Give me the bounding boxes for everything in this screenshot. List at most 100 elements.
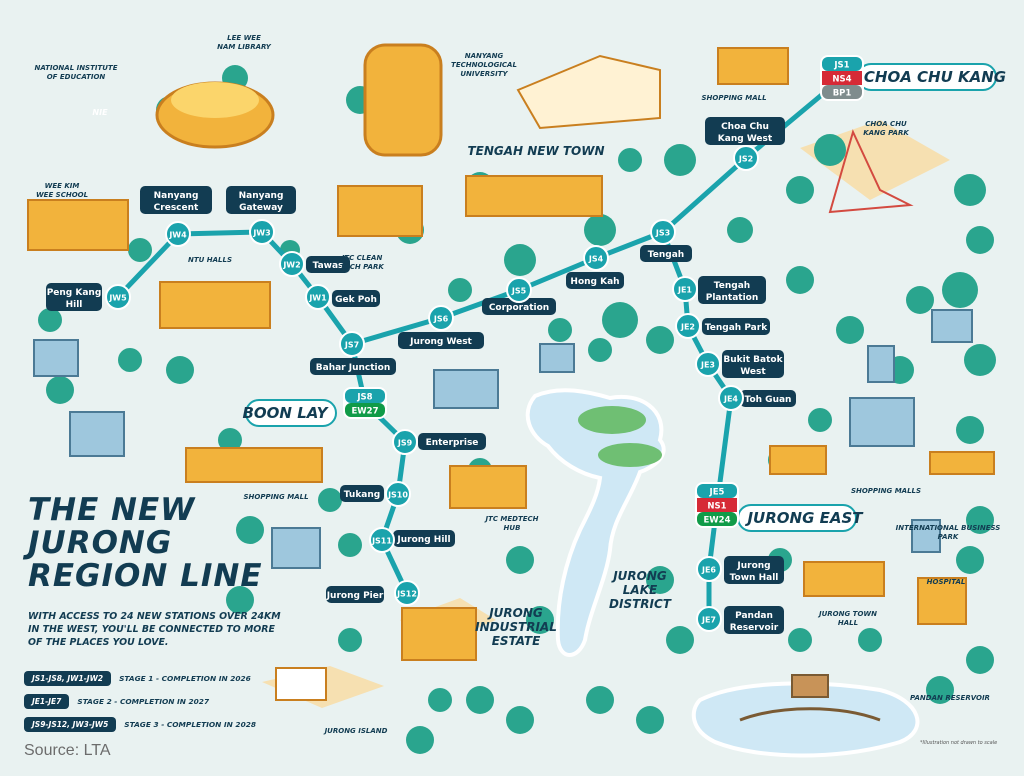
station-code: JS5 — [511, 287, 527, 296]
landmark-nanyang-technological-university: UNIVERSITY — [460, 70, 508, 78]
landmark-national-institute-of-education: OF EDUCATION — [47, 73, 106, 81]
station-label-box — [332, 290, 380, 307]
station-label-box — [566, 272, 624, 289]
station-dot — [279, 251, 305, 277]
line-code-badge — [345, 403, 385, 417]
station-name: Bukit Batok — [723, 355, 783, 365]
line-code-text: NS1 — [707, 502, 726, 512]
station-name: Gateway — [239, 203, 283, 213]
line-code-text: BP1 — [833, 89, 852, 99]
station-dot — [675, 313, 701, 339]
landmark-shopping-mall: SHOPPING MALL — [243, 493, 308, 501]
station-code: JS10 — [387, 491, 408, 500]
landmark-jurong-industrial-estate: ESTATE — [492, 634, 541, 648]
station-name: Enterprise — [426, 438, 479, 448]
station-code: JS6 — [433, 315, 449, 324]
station-code: JE6 — [701, 566, 716, 575]
line-code-badge — [697, 484, 737, 498]
landmark-shopping-malls: SHOPPING MALLS — [851, 487, 921, 495]
station-dot — [506, 277, 532, 303]
station-code: JS7 — [344, 341, 359, 350]
station-code: JS11 — [371, 537, 392, 546]
station-dot — [695, 351, 721, 377]
station-code: JW5 — [108, 294, 127, 303]
landmark-nanyang-technological-university: NANYANG — [465, 52, 504, 60]
station-name: West — [740, 367, 766, 377]
buildings — [27, 43, 995, 701]
station-code: JW4 — [168, 231, 187, 240]
landmark-shopping-mall: SHOPPING MALL — [701, 94, 766, 102]
station-label-box — [226, 186, 296, 214]
station-name: Reservoir — [730, 623, 779, 633]
station-label-box — [724, 606, 784, 634]
line-code-text: JS8 — [356, 393, 372, 403]
station-label-box — [306, 256, 350, 273]
station-label-box — [326, 586, 384, 603]
station-name: BOON LAY — [242, 404, 329, 422]
station-name: Tengah — [648, 250, 684, 260]
station-dot — [650, 219, 676, 245]
line-code-text: NS4 — [832, 75, 851, 85]
station-name: Toh Guan — [745, 395, 792, 405]
landmark-jurong-lake-district: DISTRICT — [609, 597, 672, 611]
station-name: Hill — [66, 300, 83, 310]
landmark-choa-chu-kang-park: CHOA CHU — [865, 120, 907, 128]
landmark-jtc-medtech-hub: HUB — [504, 524, 521, 532]
landmark-jurong-town-hall: JURONG TOWN — [817, 610, 877, 618]
landmark-tengah-new-town: TENGAH NEW TOWN — [467, 144, 604, 158]
station-toh-guan[interactable]: Toh Guan JE4 — [718, 385, 796, 411]
line-code-text: EW27 — [351, 407, 378, 417]
station-dot — [249, 219, 275, 245]
station-dot — [394, 580, 420, 606]
station-name: CHOA CHU KANG — [864, 68, 1006, 86]
station-name: Jurong West — [409, 337, 472, 347]
landmark-jtc-medtech-hub: JTC MEDTECH — [483, 515, 538, 523]
station-dot — [733, 145, 759, 171]
station-dot — [165, 221, 191, 247]
station-name: Jurong Pier — [326, 591, 384, 601]
station-code: JE2 — [680, 323, 695, 332]
station-label-box — [702, 318, 770, 335]
station-name: Gek Poh — [335, 295, 377, 305]
landmark-lee-wee-nam-library: NAM LIBRARY — [217, 43, 272, 51]
station-code: JW2 — [282, 261, 300, 270]
line-code-badge — [697, 512, 737, 526]
station-code: JE7 — [701, 616, 716, 625]
station-dot — [428, 305, 454, 331]
station-label-box — [722, 350, 784, 378]
landmark-choa-chu-kang-park: KANG PARK — [863, 129, 909, 137]
station-jurong-west[interactable]: Jurong West JS6 — [398, 305, 484, 349]
station-name: Town Hall — [730, 573, 779, 583]
station-dot — [385, 481, 411, 507]
line-code-badge — [822, 57, 862, 71]
landmark-wee-kim-wee-school: WEE KIM — [45, 182, 80, 190]
landmark-jtc-clean-tech-park: JTC CLEAN — [340, 254, 383, 262]
line-code-text: EW24 — [703, 516, 730, 526]
station-code: JE4 — [723, 395, 738, 404]
landmark-wee-kim-wee-school: WEE SCHOOL — [36, 191, 88, 199]
